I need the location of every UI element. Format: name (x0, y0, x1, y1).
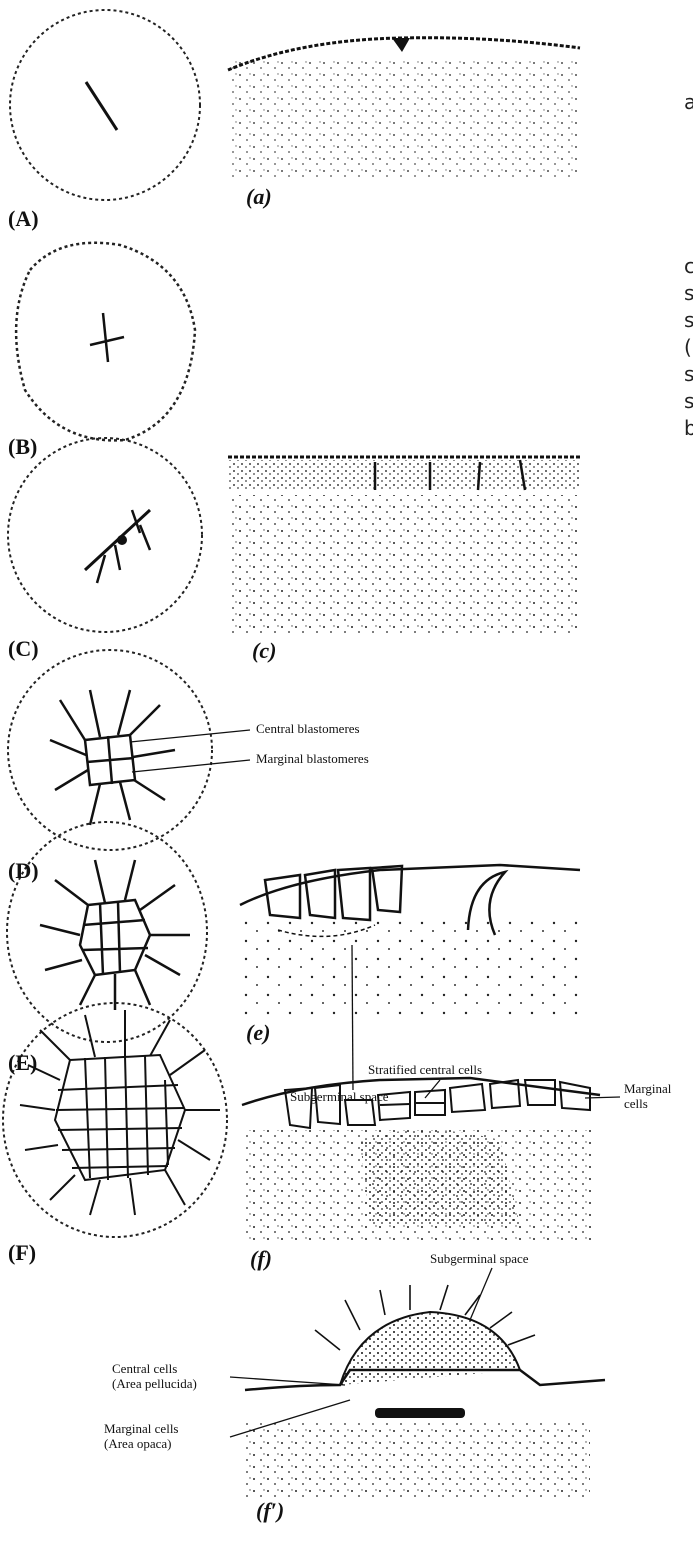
label-marginal-blastomeres: Marginal blastomeres (256, 752, 369, 767)
label-central-blastomeres: Central blastomeres (256, 722, 360, 737)
label-subgerminal-space-e: Subgerminal space (290, 1090, 389, 1105)
panel-label-B: (B) (8, 436, 37, 458)
section-e (240, 865, 580, 1090)
side-text-0: a (684, 92, 693, 112)
section-c (228, 457, 580, 635)
side-text-3: s (684, 310, 693, 330)
panel-label-fprime: (f′) (256, 1500, 284, 1522)
section-fprime (230, 1268, 605, 1500)
label-marginal-cells-f: Marginal cells (624, 1082, 671, 1112)
panel-label-A: (A) (8, 208, 39, 230)
side-text-4: ( (684, 337, 692, 357)
disc-D (8, 650, 250, 850)
panel-label-f: (f) (250, 1248, 272, 1270)
disc-A (10, 10, 200, 200)
panel-label-D: (D) (8, 860, 39, 882)
panel-label-c: (c) (252, 640, 276, 662)
panel-label-a: (a) (246, 186, 272, 208)
disc-C (8, 438, 202, 632)
label-stratified-central-cells: Stratified central cells (368, 1063, 482, 1078)
disc-F (3, 1003, 227, 1237)
side-text-2: s (684, 283, 693, 303)
section-a (228, 38, 580, 180)
label-subgerminal-space-fprime: Subgerminal space (430, 1252, 529, 1267)
side-text-7: b (684, 418, 693, 438)
disc-B (16, 243, 195, 441)
panel-label-C: (C) (8, 638, 39, 660)
side-text-5: s (684, 364, 693, 384)
side-text-1: c (684, 256, 693, 276)
side-text-6: s (684, 391, 693, 411)
panel-label-E: (E) (8, 1052, 37, 1074)
label-marginal-cells: Marginal cells (Area opaca) (104, 1422, 179, 1452)
disc-E (7, 822, 207, 1042)
panel-label-F: (F) (8, 1242, 36, 1264)
label-central-cells: Central cells (Area pellucida) (112, 1362, 197, 1392)
panel-label-e: (e) (246, 1022, 270, 1044)
